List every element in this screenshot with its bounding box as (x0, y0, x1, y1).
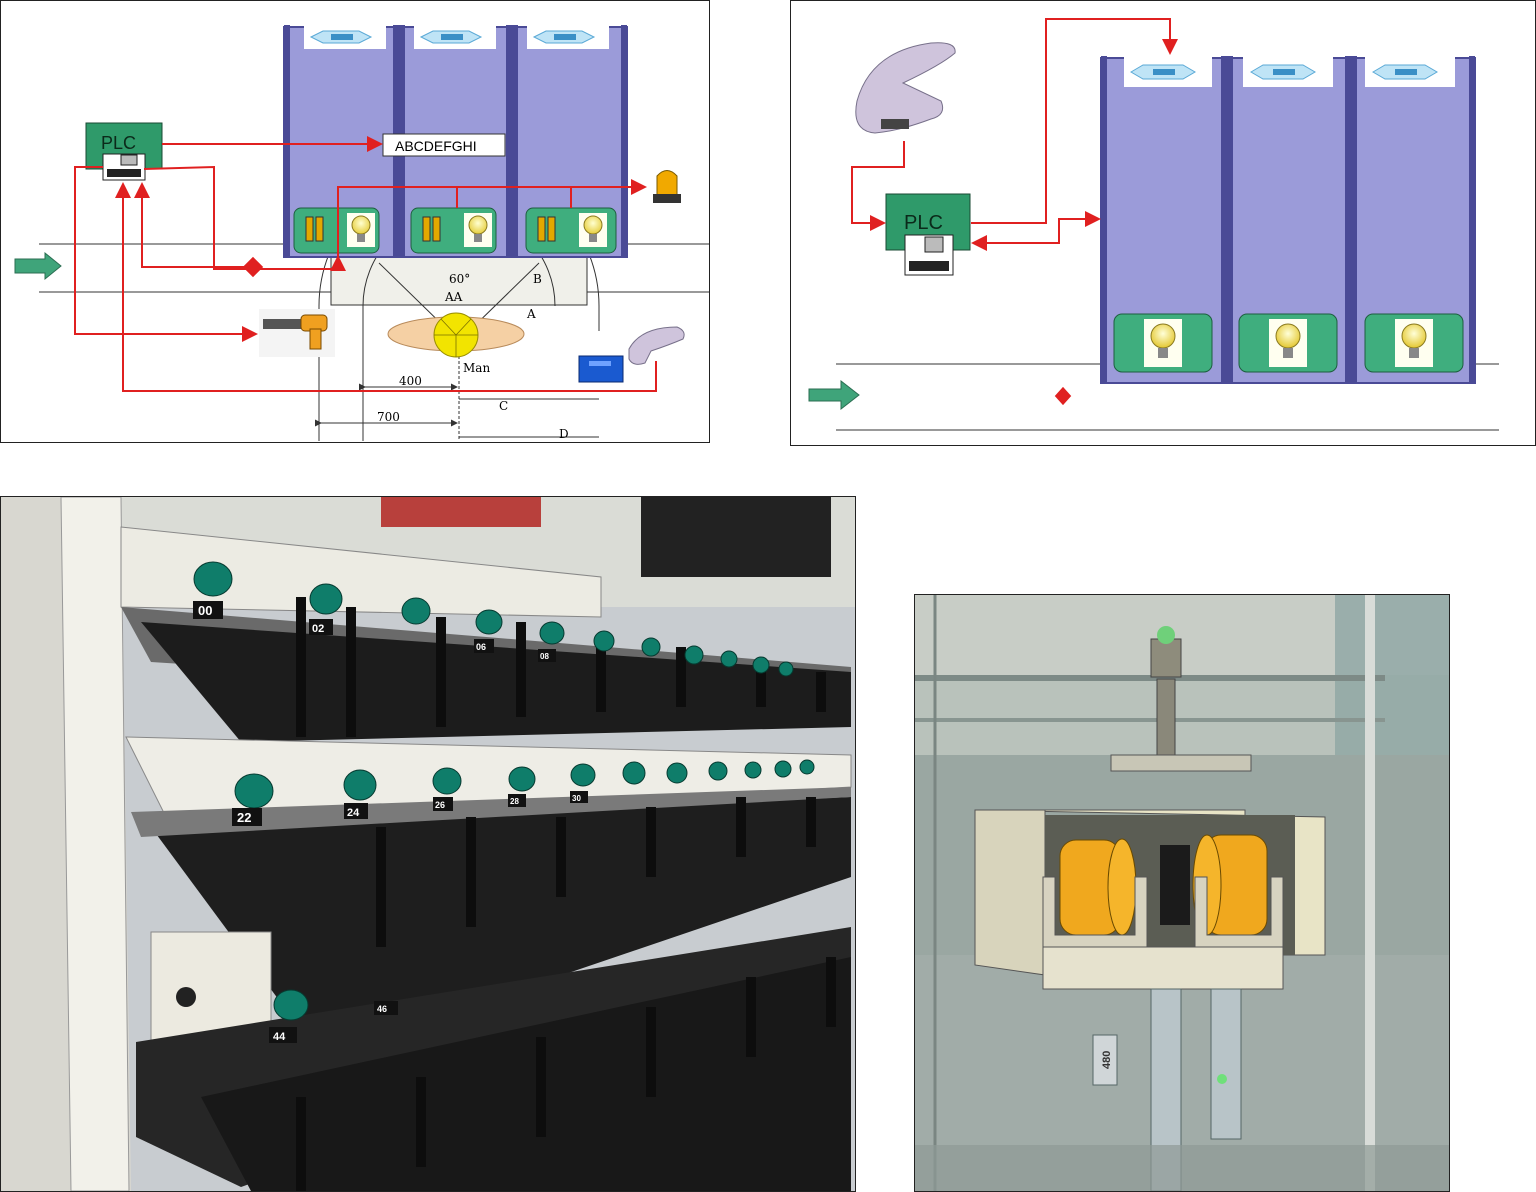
pick-to-light-button-bottom (274, 990, 308, 1020)
part-icon (527, 25, 609, 49)
part-icon (304, 25, 386, 49)
zone-label-d: D (559, 427, 569, 441)
flow-direction-arrow-icon (15, 253, 61, 279)
part-icon (414, 25, 496, 49)
slot-number-label: 30 (572, 794, 581, 803)
part-icon (1365, 57, 1455, 87)
zone-label-a: A (526, 307, 536, 321)
flow-direction-arrow-icon (809, 381, 859, 409)
plc-label: PLC (101, 133, 136, 153)
slot-indicator-box (294, 208, 379, 253)
dimension-400-label: 400 (399, 374, 422, 388)
slot-number-label: 02 (312, 623, 324, 635)
part-icon (1243, 57, 1333, 87)
slot-number-label: 44 (273, 1031, 286, 1043)
torque-tool-icon (259, 309, 335, 357)
slot-indicator-box (1239, 314, 1337, 372)
yellow-spool-parts (1060, 835, 1267, 935)
slot-number-label: 08 (540, 652, 549, 661)
plc-label: PLC (904, 212, 943, 234)
slot-number-label: 22 (237, 810, 251, 825)
diagram-left-panel: 400 700 60° AA B A C D Man (0, 0, 710, 443)
warning-beacon-icon (651, 161, 683, 205)
barcode-scanner-icon (629, 327, 684, 364)
photo-rack-illustration: 00 02 06 08 22 24 26 28 30 44 46 (1, 497, 855, 1191)
part-icon (1124, 57, 1212, 87)
diagram-left-canvas: 400 700 60° AA B A C D Man (1, 1, 709, 442)
text-display-value: ABCDEFGHI (395, 138, 477, 154)
diagram-right-panel: PLC (790, 0, 1536, 446)
slot-indicator-box (1365, 314, 1463, 372)
cylinder-tag: 480 (1101, 1051, 1113, 1069)
slot-number-label: 06 (476, 642, 486, 652)
sensor-diamond-icon (1054, 386, 1072, 406)
scanner-base-icon (579, 356, 623, 382)
status-led-icon (1217, 1074, 1227, 1084)
zone-label-b: B (533, 272, 542, 286)
angle-label: 60° (449, 272, 470, 286)
slot-indicator-box (526, 208, 616, 253)
photo-detail-illustration: 480 (915, 595, 1449, 1191)
barcode-scanner-icon (856, 43, 955, 133)
slot-number-label: 46 (377, 1004, 387, 1014)
slot-number-label: 26 (435, 800, 445, 810)
photo-sequencing-rack: 00 02 06 08 22 24 26 28 30 44 46 (0, 496, 856, 1192)
dimension-700-label: 700 (377, 410, 400, 424)
zone-label-c: C (499, 399, 508, 413)
operator-label: Man (463, 361, 490, 375)
zone-label-aa: AA (444, 290, 463, 304)
slot-number-label: 00 (198, 603, 212, 618)
slot-number-label: 24 (347, 807, 360, 819)
plc-controller (886, 194, 970, 275)
slot-indicator-box (1114, 314, 1212, 372)
diagram-right-canvas: PLC (791, 1, 1535, 445)
photo-bin-detail: 480 (914, 594, 1450, 1192)
slot-indicator-box (411, 208, 496, 253)
slot-number-label: 28 (510, 797, 519, 806)
